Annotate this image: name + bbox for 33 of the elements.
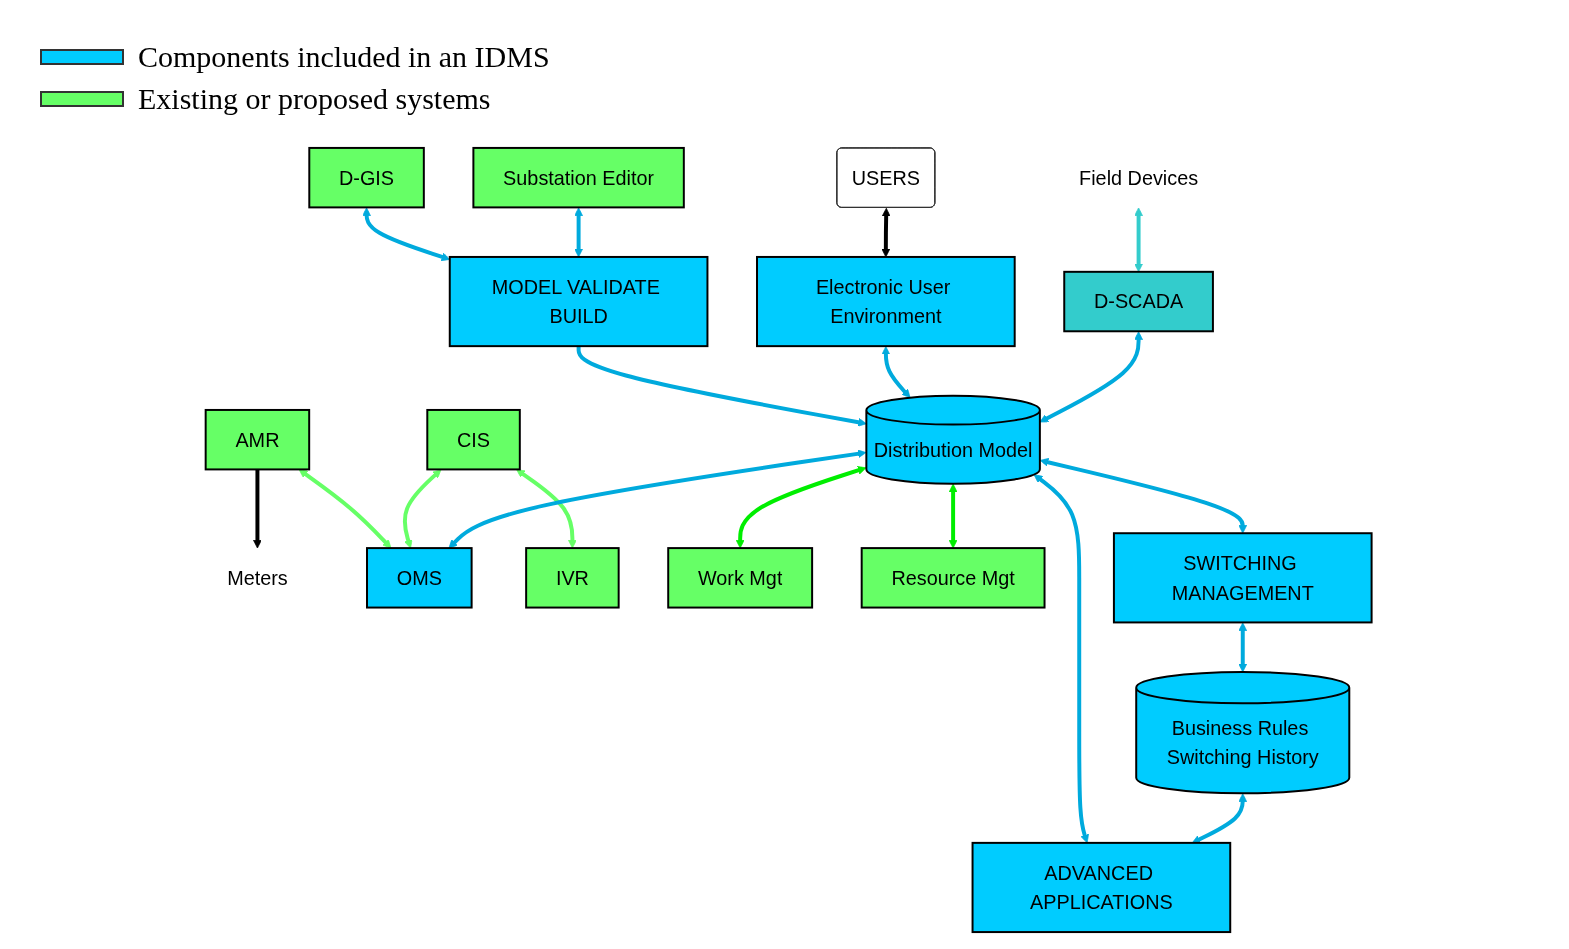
arrow [402,469,442,549]
node-box: Work Mgt [667,547,814,609]
node-box: ADVANCED APPLICATIONS [971,841,1232,934]
node-box: Resource Mgt [860,547,1046,609]
arrow [574,207,583,258]
node-box: OMS [366,547,473,609]
arrow [1238,622,1248,673]
node-box: SWITCHING MANAGEMENT [1112,532,1373,624]
node-box: Substation Editor [472,146,685,209]
node-box: CIS [426,408,521,471]
arrow [253,469,262,549]
arrow [948,483,958,549]
arrow [735,466,867,549]
arrow [448,449,867,549]
arrow [516,469,577,549]
node-box: D-SCADA [1063,270,1214,333]
arrow [881,207,891,258]
arrow [1033,474,1089,844]
arrow [881,346,911,398]
node-box: Electronic User Environment [756,255,1016,348]
node-box: AMR [204,408,311,471]
node-text: Field Devices [1079,166,1199,189]
legend-text: Components included in an IDMS [138,40,550,74]
arrow [1039,331,1143,423]
node-text: Meters [227,566,288,589]
node-box: IVR [525,547,620,609]
node-box: MODEL VALIDATE BUILD [448,255,709,348]
arrow [1191,793,1248,844]
node-box: D-GIS [308,146,425,209]
arrow [298,469,392,549]
arrow [1039,457,1248,534]
arrow [1134,207,1143,273]
legend-text: Existing or proposed systems [138,82,491,116]
